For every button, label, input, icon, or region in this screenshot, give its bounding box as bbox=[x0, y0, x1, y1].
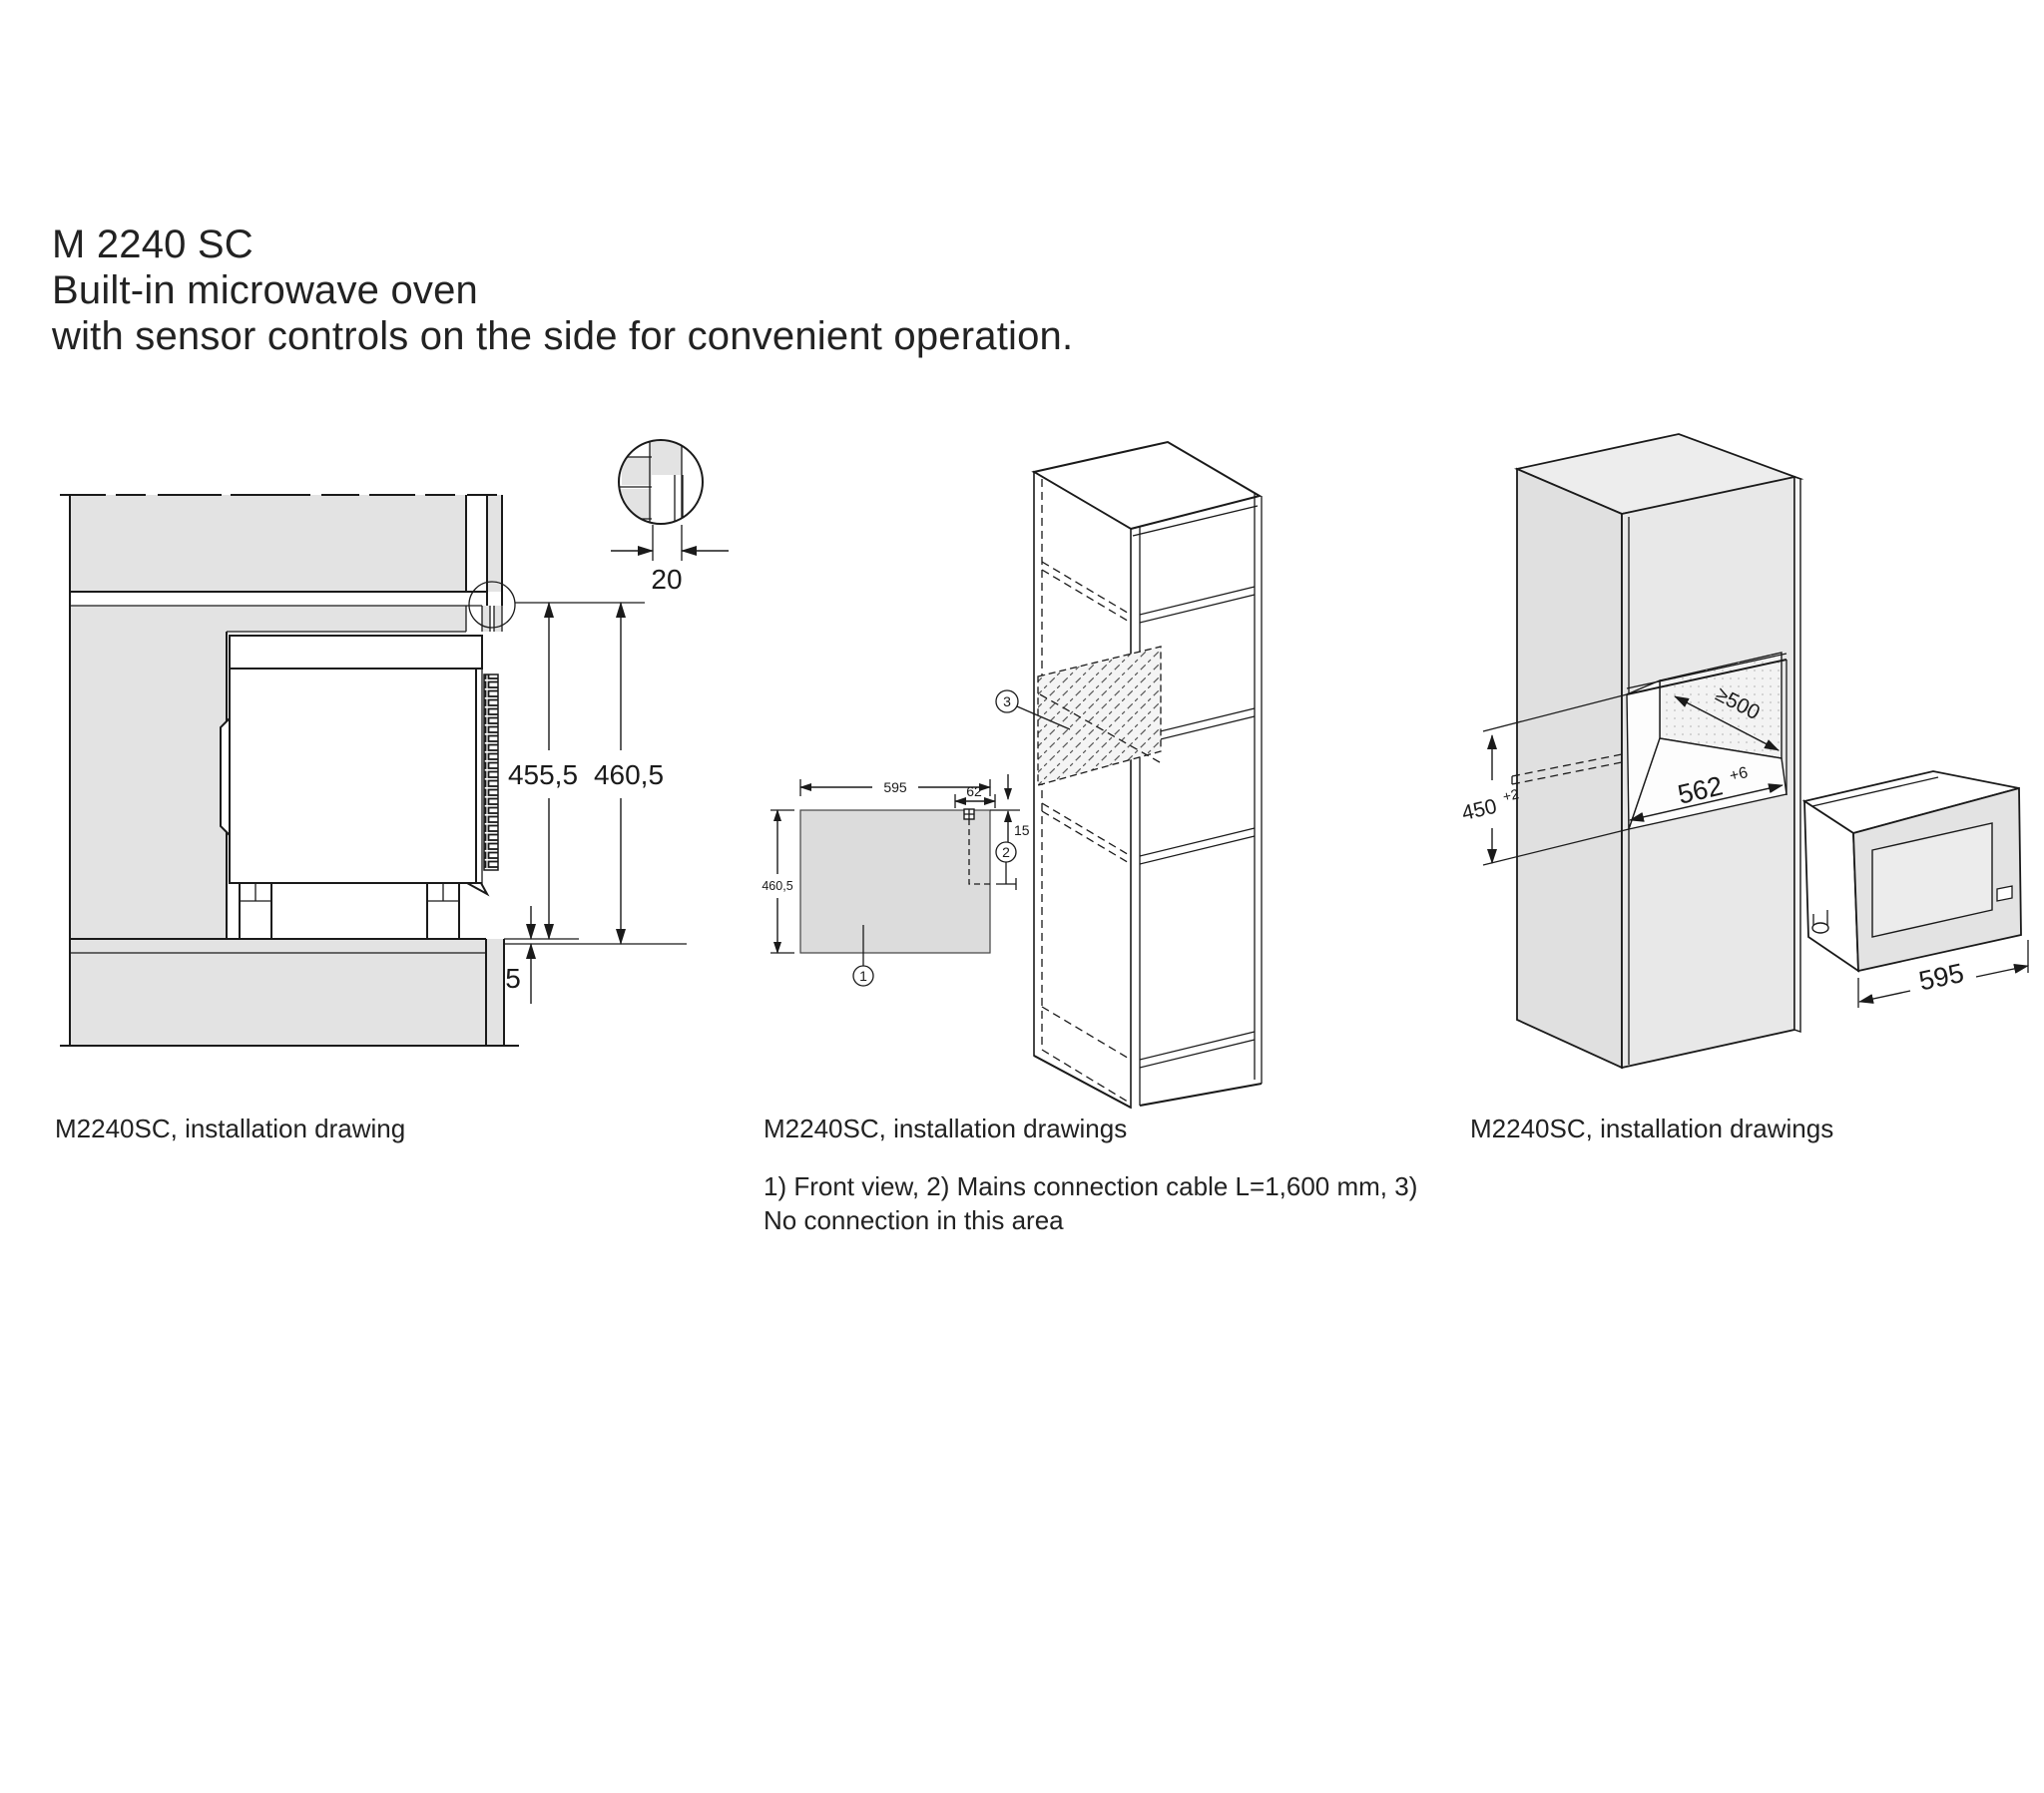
gap-detail-callout: 20 bbox=[611, 439, 729, 595]
wall-section bbox=[60, 494, 519, 1047]
left-dimensions: 455,5 460,5 5 bbox=[504, 602, 687, 1004]
dim-5-label: 5 bbox=[505, 963, 521, 994]
dim-20-label: 20 bbox=[651, 564, 682, 595]
front-view-panel: 595 62 15 460,5 2 bbox=[762, 774, 1030, 987]
dim-460-label: 460,5 bbox=[594, 759, 664, 790]
detail-reference-circle bbox=[468, 581, 516, 629]
caption-right-drawing: M2240SC, installation drawings bbox=[1470, 1114, 1834, 1143]
trim-vent-strip bbox=[483, 673, 499, 871]
microwave-side-view bbox=[220, 635, 499, 940]
microwave-foot bbox=[1811, 910, 1829, 934]
mains-cable-path bbox=[968, 819, 990, 885]
right-installation-drawing: 450 +2 ≥500 562 +6 595 bbox=[1460, 433, 2029, 1070]
appliance-feet bbox=[239, 882, 460, 940]
dim-595-label: 595 bbox=[1916, 958, 1966, 997]
product-model: M 2240 SC bbox=[52, 223, 254, 266]
footnote: 1) Front view, 2) Mains connection cable… bbox=[764, 1169, 1417, 1237]
dim-450-tolerance: +2 bbox=[1501, 785, 1520, 804]
microwave-control-panel bbox=[1996, 885, 2013, 902]
svg-text:2: 2 bbox=[1002, 844, 1010, 860]
dim-455-label: 455,5 bbox=[508, 759, 578, 790]
tall-cabinet-with-niche bbox=[1511, 433, 1804, 1070]
footnote-line-2: No connection in this area bbox=[764, 1205, 1064, 1235]
callout-1: 1 bbox=[852, 925, 874, 987]
product-subtitle: with sensor controls on the side for con… bbox=[52, 314, 1074, 358]
left-installation-drawing: 20 455,5 460,5 5 bbox=[60, 439, 729, 1047]
dim-460-label: 460,5 bbox=[762, 879, 792, 893]
middle-installation-drawing: 3 595 62 15 460,5 bbox=[762, 440, 1263, 1110]
dim-15-label: 15 bbox=[1014, 822, 1030, 838]
callout-3: 3 bbox=[995, 689, 1071, 730]
microwave-door-window bbox=[1871, 822, 1993, 938]
svg-text:1: 1 bbox=[859, 968, 867, 984]
footnote-line-1: 1) Front view, 2) Mains connection cable… bbox=[764, 1171, 1418, 1201]
caption-middle-drawing: M2240SC, installation drawings bbox=[764, 1114, 1128, 1143]
mains-connector bbox=[963, 808, 975, 820]
microwave-isometric: 595 bbox=[1801, 770, 2029, 1008]
callout-2: 2 bbox=[995, 841, 1017, 884]
dim-562-tolerance: +6 bbox=[1728, 764, 1750, 785]
svg-text:3: 3 bbox=[1003, 693, 1011, 709]
dim-450-label: 450 bbox=[1460, 795, 1499, 825]
dim-62-label: 62 bbox=[966, 783, 982, 799]
no-connection-area bbox=[1037, 646, 1162, 786]
page-title: M 2240 SC Built-in microwave oven with s… bbox=[52, 222, 1073, 359]
product-type: Built-in microwave oven bbox=[52, 268, 478, 312]
shelf-reference-plane bbox=[1511, 753, 1623, 785]
caption-left-drawing: M2240SC, installation drawing bbox=[55, 1114, 406, 1143]
dim-595-label: 595 bbox=[883, 779, 907, 795]
tall-cabinet-isometric: 3 bbox=[995, 440, 1263, 1110]
